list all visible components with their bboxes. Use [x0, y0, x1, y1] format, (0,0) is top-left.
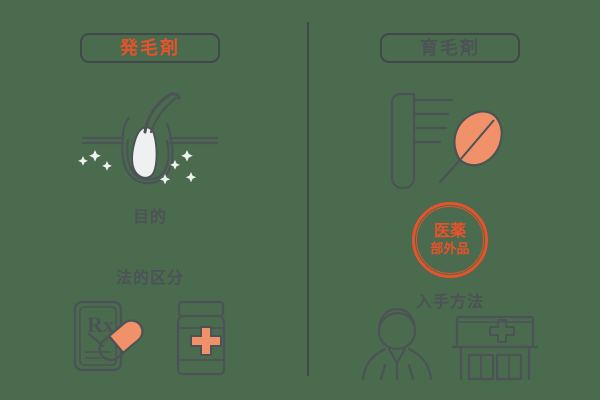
pharmacist-person-icon: [361, 307, 433, 381]
leaf-stem: [438, 158, 462, 184]
store-cross-icon: [489, 319, 515, 343]
legal-classification-label: 法的区分: [115, 270, 185, 287]
rx-symbol: Rx: [87, 312, 114, 337]
left-title-box: 発毛剤: [80, 33, 220, 63]
pharmacist-and-store-group: [361, 305, 539, 381]
leaf-icon: [453, 110, 503, 167]
hair-follicle-icon: [75, 88, 225, 188]
column-divider: [307, 22, 309, 376]
comb-and-leaf-group: [388, 86, 512, 190]
right-title-text: 育毛剤: [420, 38, 480, 58]
pill-capsule-icon: [98, 319, 144, 362]
prescription-and-medicine-group: Rx: [65, 298, 235, 380]
purpose-label: 目的: [132, 209, 168, 226]
right-column: 育毛剤: [300, 0, 600, 400]
obtain-method-label: 入手方法: [415, 294, 485, 311]
pharmacy-storefront-icon: [451, 315, 539, 381]
stamp-line-1: 医薬: [433, 223, 466, 241]
stamp-line-2: 部外品: [430, 241, 470, 257]
left-column: 発毛剤: [65, 33, 235, 380]
right-title-box: 育毛剤: [380, 33, 520, 63]
stamp-inner-ring: [416, 206, 484, 274]
left-title-text: 発毛剤: [120, 38, 180, 58]
quasi-drug-stamp: 医薬 部外品: [412, 202, 488, 278]
medical-cross-icon: [190, 326, 222, 356]
stamp-outer-ring: [412, 202, 488, 278]
hair-comb-icon: [390, 92, 454, 190]
